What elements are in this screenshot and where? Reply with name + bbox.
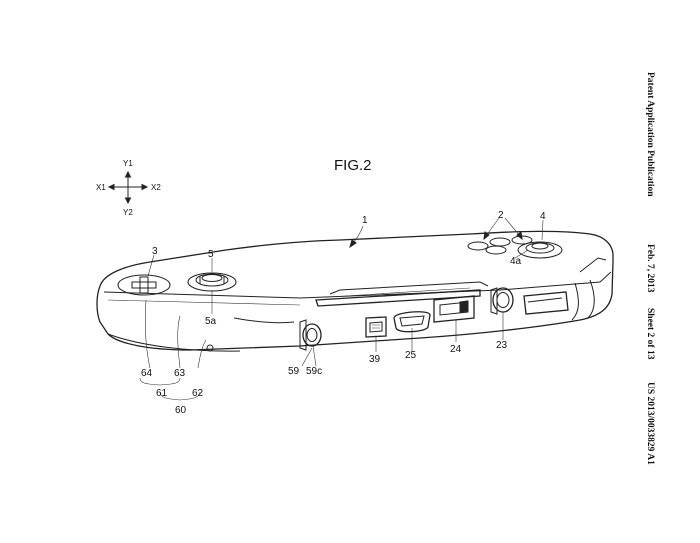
headphone-jack-icon — [299, 319, 322, 351]
label-4a: 4a — [510, 256, 522, 267]
axis-y2: Y2 — [123, 208, 133, 217]
label-25: 25 — [405, 350, 417, 361]
label-63: 63 — [174, 368, 186, 379]
label-61: 61 — [156, 388, 168, 399]
port-25-icon — [393, 311, 431, 333]
header-number: US 2013/0033829 A1 — [645, 382, 655, 465]
label-64: 64 — [141, 368, 153, 379]
arrow-up-icon — [124, 170, 132, 178]
label-24: 24 — [450, 344, 462, 355]
game-device-drawing — [96, 230, 614, 352]
port-24-icon — [433, 295, 475, 323]
dpad-icon — [117, 274, 171, 296]
header-sheet: Sheet 2 of 13 — [645, 308, 655, 360]
right-analog-stick-icon — [517, 241, 563, 259]
label-62: 62 — [192, 388, 204, 399]
axis-x1: X1 — [96, 183, 106, 192]
left-analog-stick-icon — [187, 272, 237, 292]
label-4: 4 — [540, 211, 546, 222]
arrow-right-icon — [141, 183, 149, 191]
label-39: 39 — [369, 354, 381, 365]
header-date: Feb. 7, 2013 — [645, 244, 655, 293]
label-2: 2 — [498, 210, 504, 221]
patent-header: Patent Application Publication Feb. 7, 2… — [645, 72, 655, 465]
figure-title: FIG.2 — [334, 157, 372, 174]
card-slot-icon — [523, 291, 569, 315]
leader-lines — [139, 217, 544, 401]
label-5: 5 — [208, 249, 214, 260]
label-60: 60 — [175, 405, 187, 416]
label-1: 1 — [362, 215, 368, 226]
arrow-down-icon — [124, 197, 132, 205]
label-5a: 5a — [205, 316, 217, 327]
header-publication: Patent Application Publication — [645, 72, 655, 197]
reference-numerals: 1 2 4 4a 3 5 5a 59 59c 39 25 24 23 64 63… — [141, 210, 546, 416]
label-3: 3 — [152, 246, 158, 257]
device-top-surface — [99, 230, 614, 287]
label-59: 59 — [288, 366, 300, 377]
port-39-icon — [365, 316, 387, 338]
label-23: 23 — [496, 340, 508, 351]
screw-icon — [206, 344, 214, 352]
axis-y1: Y1 — [123, 159, 133, 168]
device-front-edge — [96, 261, 614, 351]
port-23-icon — [490, 287, 514, 315]
face-buttons-icon — [467, 235, 533, 255]
axis-indicator: Y1 Y2 X1 X2 — [96, 159, 161, 217]
label-59c: 59c — [306, 366, 322, 377]
axis-x2: X2 — [151, 183, 161, 192]
arrow-left-icon — [107, 183, 115, 191]
